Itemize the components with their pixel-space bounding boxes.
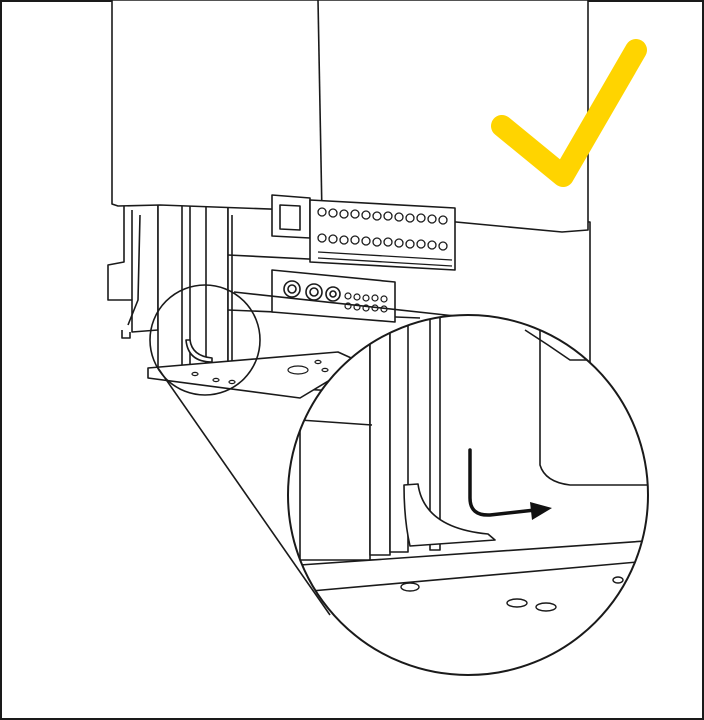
- dc-connector-strip: [271, 269, 396, 323]
- checkmark-icon: [491, 39, 647, 187]
- chassis: [157, 199, 229, 371]
- curved-arrow-right-icon: [468, 448, 552, 520]
- cable-tab: [403, 483, 496, 547]
- detail-indicator-circle: [149, 284, 261, 396]
- terminal-screws: [317, 207, 453, 267]
- housing-cover: [111, 0, 589, 233]
- magnified-detail: [287, 314, 649, 676]
- magnifier-connector-lines: [157, 291, 456, 616]
